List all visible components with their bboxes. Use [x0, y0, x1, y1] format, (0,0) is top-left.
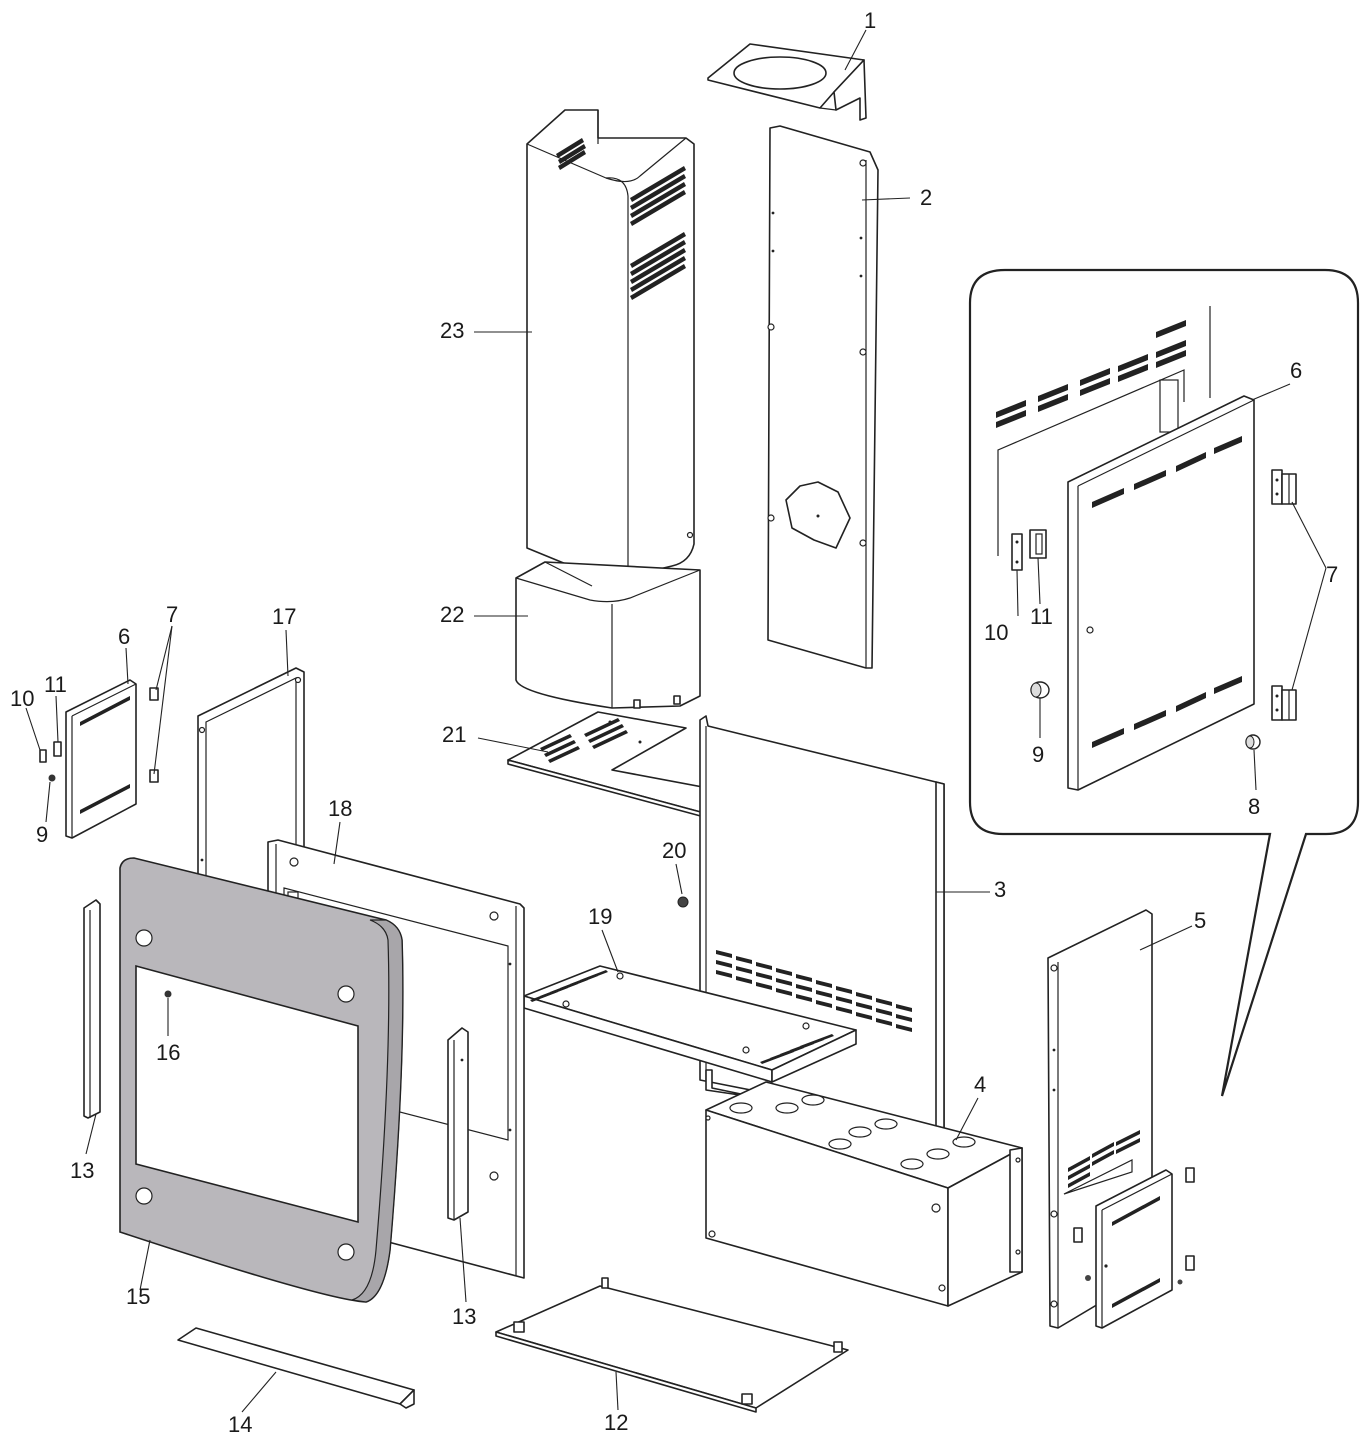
detail-callout-7: 7 — [1326, 562, 1338, 587]
callout-5: 5 — [1194, 908, 1206, 933]
callout-23: 23 — [440, 318, 464, 343]
shelf-vents — [530, 970, 834, 1064]
callout-3: 3 — [994, 877, 1006, 902]
callout-13-left: 13 — [70, 1158, 94, 1183]
part-1-top-collar — [707, 43, 867, 121]
part-23-chimney-shroud — [526, 109, 695, 577]
callout-16: 16 — [156, 1040, 180, 1065]
callout-7: 7 — [166, 602, 178, 627]
callout-1: 1 — [864, 8, 876, 33]
callout-15: 15 — [126, 1284, 150, 1309]
callout-2: 2 — [920, 185, 932, 210]
detail-catch-parts — [1011, 529, 1047, 571]
callout-13-right: 13 — [452, 1304, 476, 1329]
part-22-lower-shroud — [515, 561, 701, 709]
detail-callout-11: 11 — [1030, 604, 1053, 629]
plate-vents-left — [540, 718, 628, 763]
part-15-front-panel — [119, 857, 404, 1303]
callout-4: 4 — [974, 1072, 986, 1097]
callout-18: 18 — [328, 796, 352, 821]
callout-12: 12 — [604, 1410, 628, 1435]
callout-22: 22 — [440, 602, 464, 627]
detail-callout-8: 8 — [1248, 794, 1260, 819]
part-16-screw — [164, 990, 172, 998]
callout-6: 6 — [118, 624, 130, 649]
vent-slots-lower-right — [630, 232, 686, 300]
callout-10: 10 — [10, 686, 34, 711]
part-19-shelf — [523, 965, 857, 1099]
callout-20: 20 — [662, 838, 686, 863]
detail-callout-bubble — [968, 268, 1360, 1097]
part-20-knob — [677, 896, 689, 908]
part-14-bottom-trim — [177, 1327, 415, 1409]
vent-slots-upper-left — [556, 138, 586, 170]
callout-14: 14 — [228, 1412, 252, 1437]
part-13-trim-strip-left — [83, 899, 101, 1119]
detail-callout-9: 9 — [1032, 742, 1044, 767]
detail-door — [1067, 395, 1255, 791]
callout-21: 21 — [442, 722, 466, 747]
detail-background-vents — [996, 320, 1186, 428]
callout-labels: 1 2 3 4 5 6 7 9 10 11 12 13 13 14 15 16 … — [10, 8, 1338, 1437]
small-door-assembly-left — [39, 679, 159, 839]
part-13-trim-strip-right — [447, 1027, 469, 1221]
detail-hinges — [1271, 469, 1297, 721]
part-12-base-plate — [495, 1277, 849, 1413]
detail-callout-6: 6 — [1290, 358, 1302, 383]
part-2-rear-panel — [767, 125, 879, 669]
part-5-right-side-panel — [1047, 909, 1195, 1329]
leader-lines — [25, 29, 1327, 1413]
callout-11: 11 — [44, 672, 67, 697]
side-panel-vents — [1068, 1130, 1140, 1188]
vent-slots-upper-right — [630, 166, 686, 226]
callout-9: 9 — [36, 822, 48, 847]
callout-19: 19 — [588, 904, 612, 929]
part-4-firebox — [705, 1081, 1023, 1307]
detail-callout-10: 10 — [984, 620, 1008, 645]
body-vents — [716, 950, 912, 1032]
detail-knobs — [1030, 681, 1261, 750]
callout-17: 17 — [272, 604, 296, 629]
